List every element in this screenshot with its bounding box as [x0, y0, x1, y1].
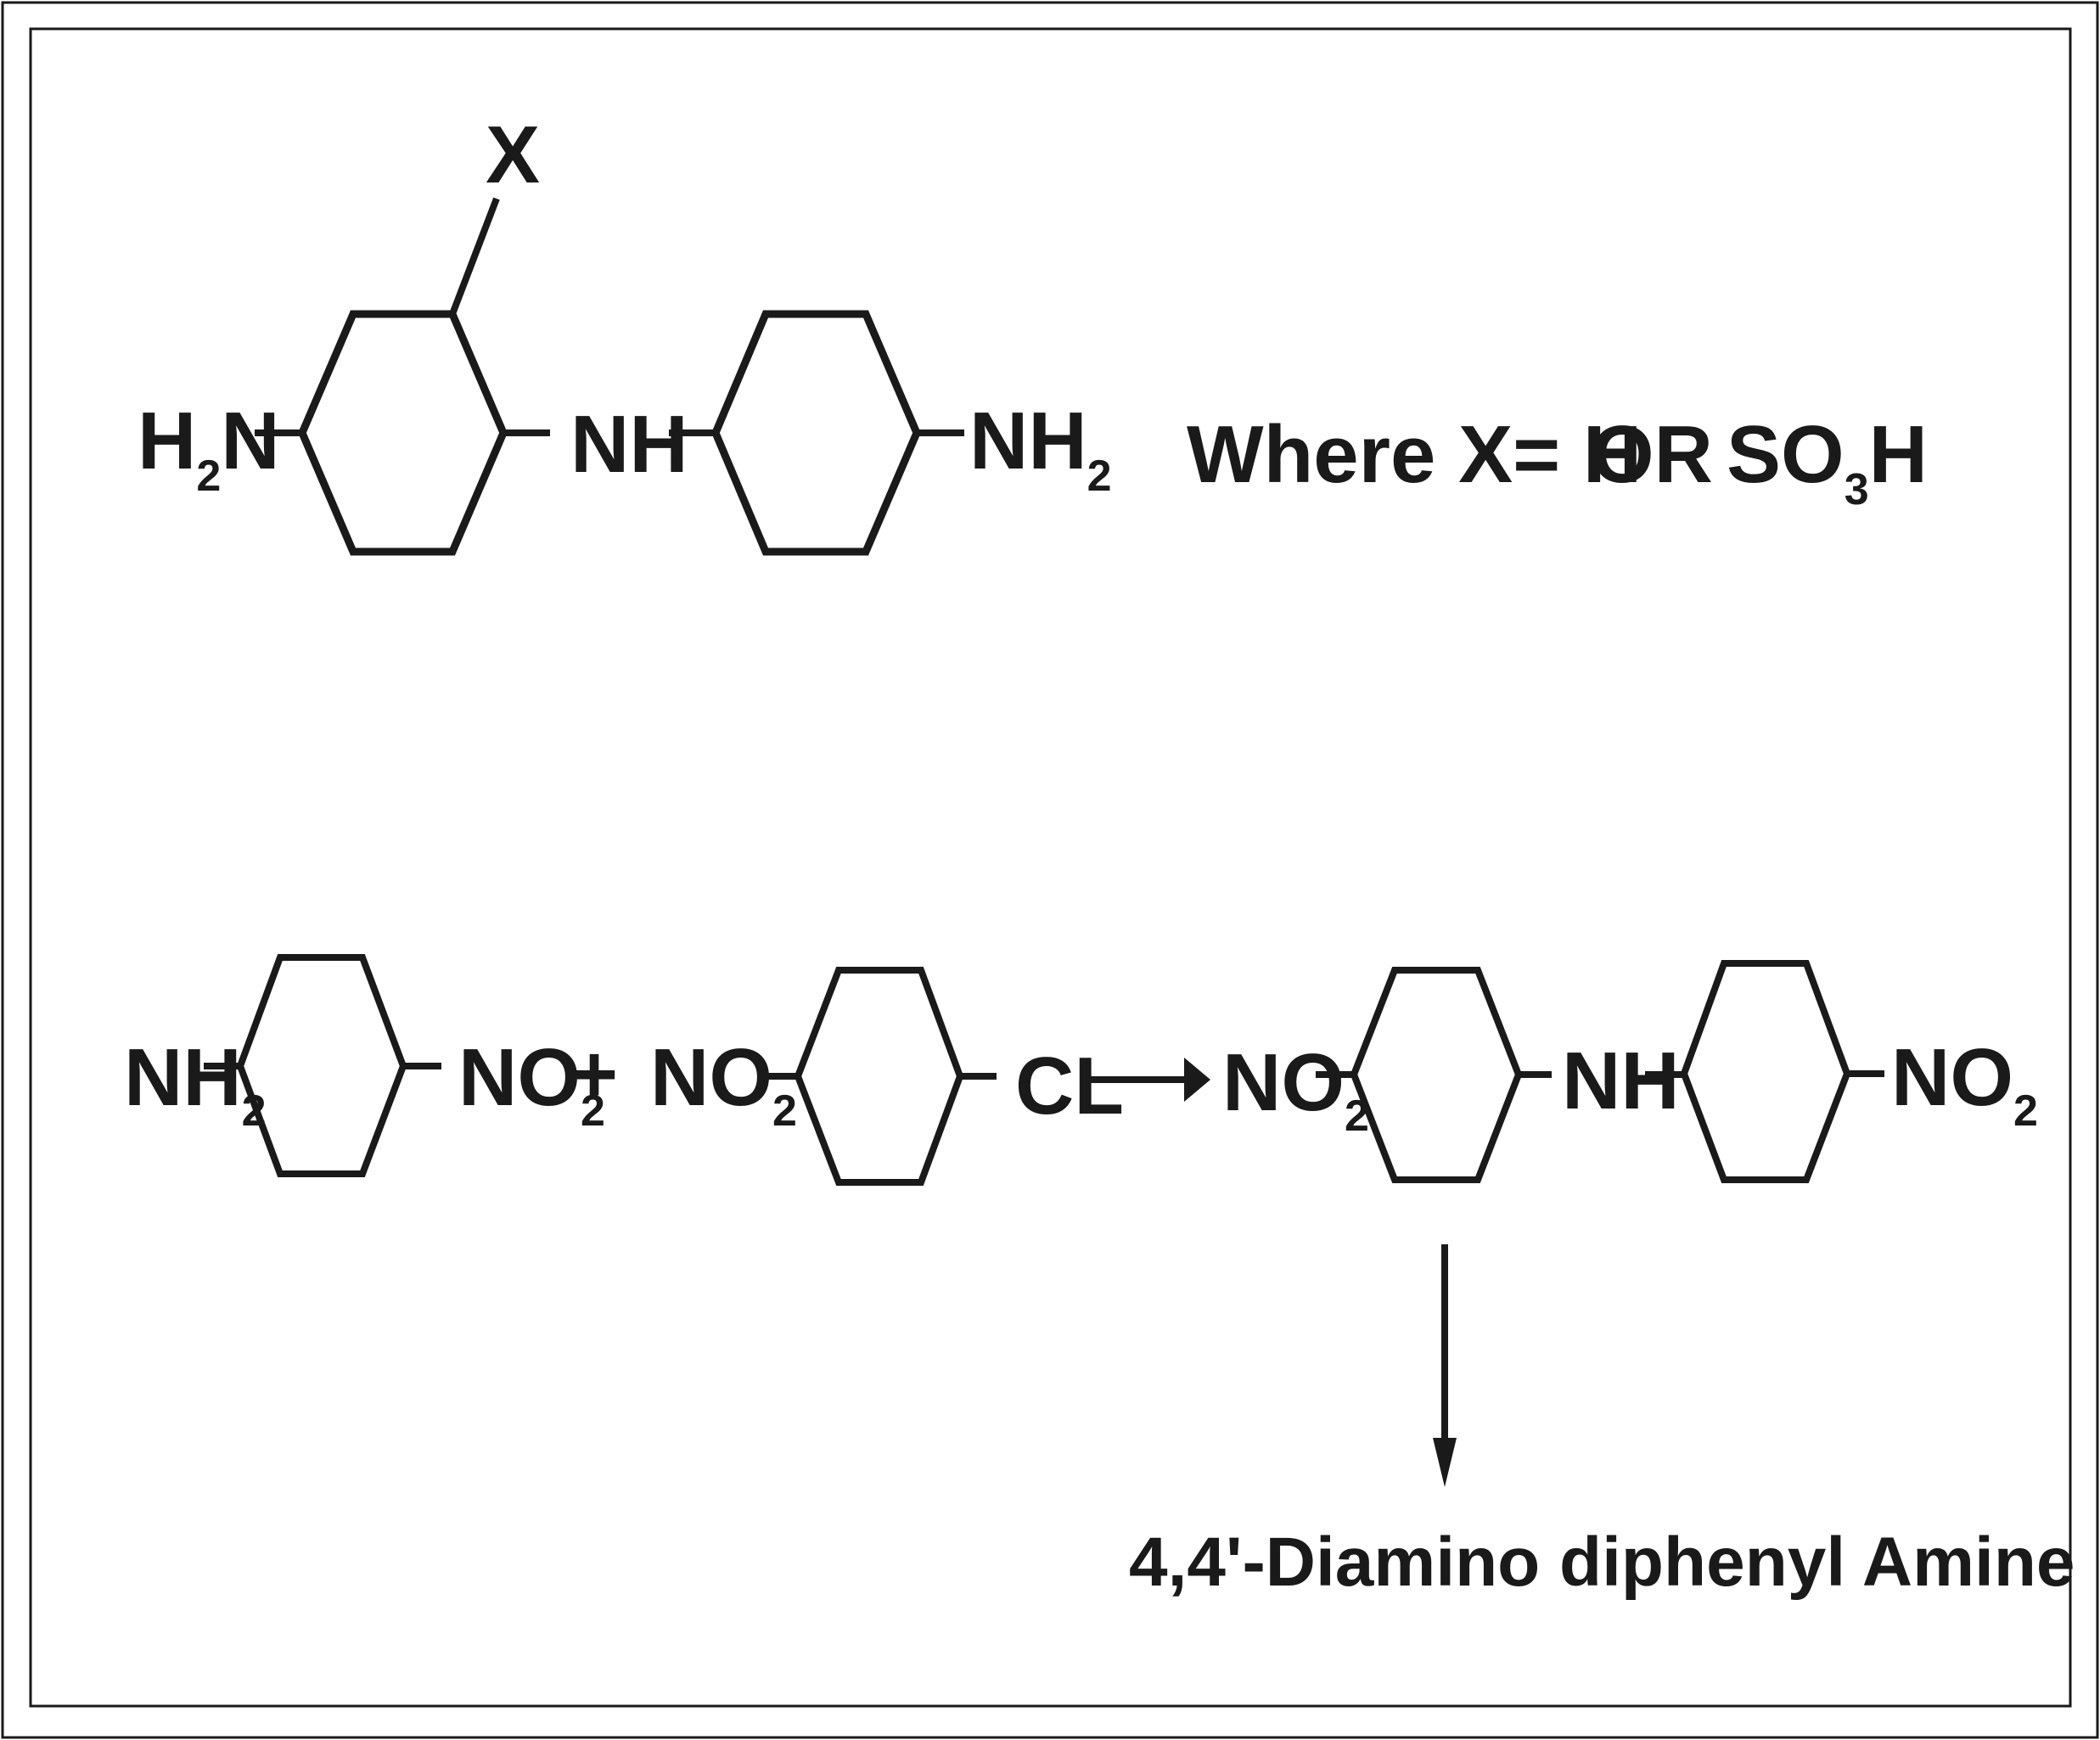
benzene-ring-1: [298, 310, 508, 556]
reactant2-ring: [794, 967, 964, 1186]
product-nh-label: NH: [1562, 1036, 1680, 1126]
bridge-nh-label: NH: [570, 399, 688, 490]
benzene-ring-2: [711, 310, 921, 556]
inner-frame: [29, 27, 2072, 1708]
product-no2-left-label: NO2: [1222, 1037, 1369, 1141]
where-x-text: Where X= H: [1187, 409, 1642, 500]
reaction-arrow-head: [1184, 1058, 1210, 1102]
amine-right-label: NH2: [969, 396, 1112, 501]
reactant2-cl-label: CL: [1015, 1041, 1124, 1131]
reduction-arrow-head: [1433, 1438, 1457, 1487]
general-structure: X H2N NH NH2 Where X= H OR SO3H: [138, 109, 1928, 556]
product-no2-right-label: NO2: [1891, 1032, 2038, 1136]
final-product-label: 4,4'-Diamino diphenyl Amine: [1129, 1524, 2075, 1601]
reaction-scheme: NH2 NO2 + NO2 CL NO2 NH NO2: [124, 954, 2075, 1601]
reactant1-nh2-label: NH2: [124, 1032, 267, 1136]
product-ring-1: [1350, 967, 1523, 1183]
product-ring-2: [1680, 960, 1851, 1183]
substituent-bond: [449, 197, 500, 316]
so3h-label: SO3H: [1727, 409, 1928, 514]
amine-left-label: H2N: [138, 396, 280, 501]
or-text: OR: [1591, 409, 1713, 500]
reactant2-no2-label: NO2: [650, 1032, 797, 1136]
substituent-x-label: X: [486, 109, 540, 200]
plus-sign: +: [570, 1029, 618, 1120]
reactant1-ring: [236, 954, 407, 1177]
reactant1-no2-label: NO2: [458, 1032, 605, 1136]
